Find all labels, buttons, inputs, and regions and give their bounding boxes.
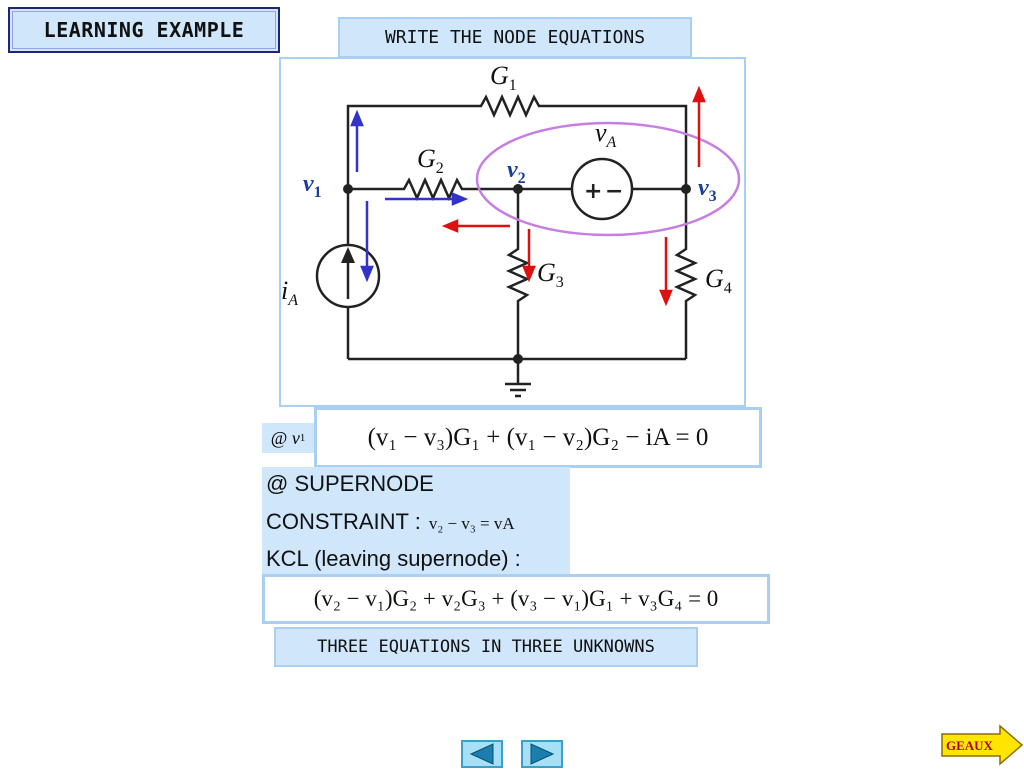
top-wire: [346, 93, 688, 189]
kcl-label: KCL (leaving supernode) :: [266, 546, 521, 571]
blue-current-arrows: [350, 109, 469, 283]
left-arrow-icon: [469, 743, 494, 765]
node-v1-dot: [343, 184, 353, 194]
right-arrow-icon: [530, 743, 555, 765]
component-labels: G1 G2 G3 G4 vA iA: [281, 61, 732, 309]
red-current-arrows: [441, 85, 706, 307]
geaux-label: GEAUX: [946, 738, 994, 753]
current-source-arrowhead: [341, 247, 355, 263]
red-arrow-up-head: [692, 85, 706, 103]
instruction-banner: WRITE THE NODE EQUATIONS: [338, 17, 692, 58]
node-v1-equation: (v₁ − v₃)G₁ + (v₁ − v₂)G₂ − iA = 0: [314, 407, 762, 468]
supernode-ellipse: [475, 121, 741, 237]
circuit-svg: + − G1 G2 G3 G4: [281, 61, 741, 398]
red-arrow-left-head: [441, 219, 459, 233]
node-var: v: [291, 427, 300, 448]
red-arrow-down-g4-head: [659, 289, 673, 307]
supernode-equation: (v₂ − v₁)G₂ + v₂G₃ + (v₃ − v₁)G₁ + v₃G₄ …: [262, 574, 770, 624]
label-g2: G2: [417, 144, 444, 177]
blue-arrow-down-head: [360, 265, 374, 283]
circuit-diagram: + − G1 G2 G3 G4: [279, 57, 746, 407]
label-g1: G1: [490, 61, 517, 94]
supernode-title: @ SUPERNODE: [266, 471, 434, 496]
at-symbol: @: [270, 427, 288, 448]
voltage-source-icon: [570, 157, 634, 221]
minus-sign: −: [605, 179, 623, 204]
node-labels: v1 v2 v3: [303, 157, 717, 205]
label-v3: v3: [698, 175, 717, 205]
learning-example-title: LEARNING EXAMPLE: [8, 7, 280, 53]
g3-branch: [505, 189, 531, 359]
label-ia: iA: [281, 276, 298, 309]
constraint-equation: v₂ − v₃ = vA: [428, 514, 515, 533]
g4-branch: [673, 189, 699, 359]
constraint-line: CONSTRAINT : v₂ − v₃ = vA: [266, 509, 515, 535]
constraint-label: CONSTRAINT :: [266, 509, 421, 534]
label-g3: G3: [537, 258, 564, 291]
label-v2: v2: [507, 157, 526, 187]
red-arrow-down-g3-head: [522, 265, 536, 283]
label-v1: v1: [303, 171, 322, 201]
node-sub: 1: [299, 432, 306, 444]
current-source-icon: [315, 243, 381, 309]
label-va: vA: [595, 118, 617, 151]
geaux-button[interactable]: GEAUX: [940, 724, 1024, 766]
geaux-arrow-icon: GEAUX: [941, 724, 1024, 766]
blue-arrow-right-head: [451, 192, 469, 206]
blue-arrow-up-head: [350, 109, 364, 127]
previous-button[interactable]: [461, 740, 503, 768]
node-v3-dot: [681, 184, 691, 194]
conclusion-banner: THREE EQUATIONS IN THREE UNKNOWNS: [274, 627, 698, 667]
node-v2-dot: [513, 184, 523, 194]
plus-sign: +: [584, 179, 602, 204]
label-g4: G4: [705, 264, 732, 297]
wires: [315, 93, 699, 398]
g2-wire: [348, 176, 518, 202]
supernode-box: @ SUPERNODE CONSTRAINT : v₂ − v₃ = vA KCL…: [262, 467, 570, 575]
next-button[interactable]: [521, 740, 563, 768]
ground-node-dot: [513, 354, 523, 364]
